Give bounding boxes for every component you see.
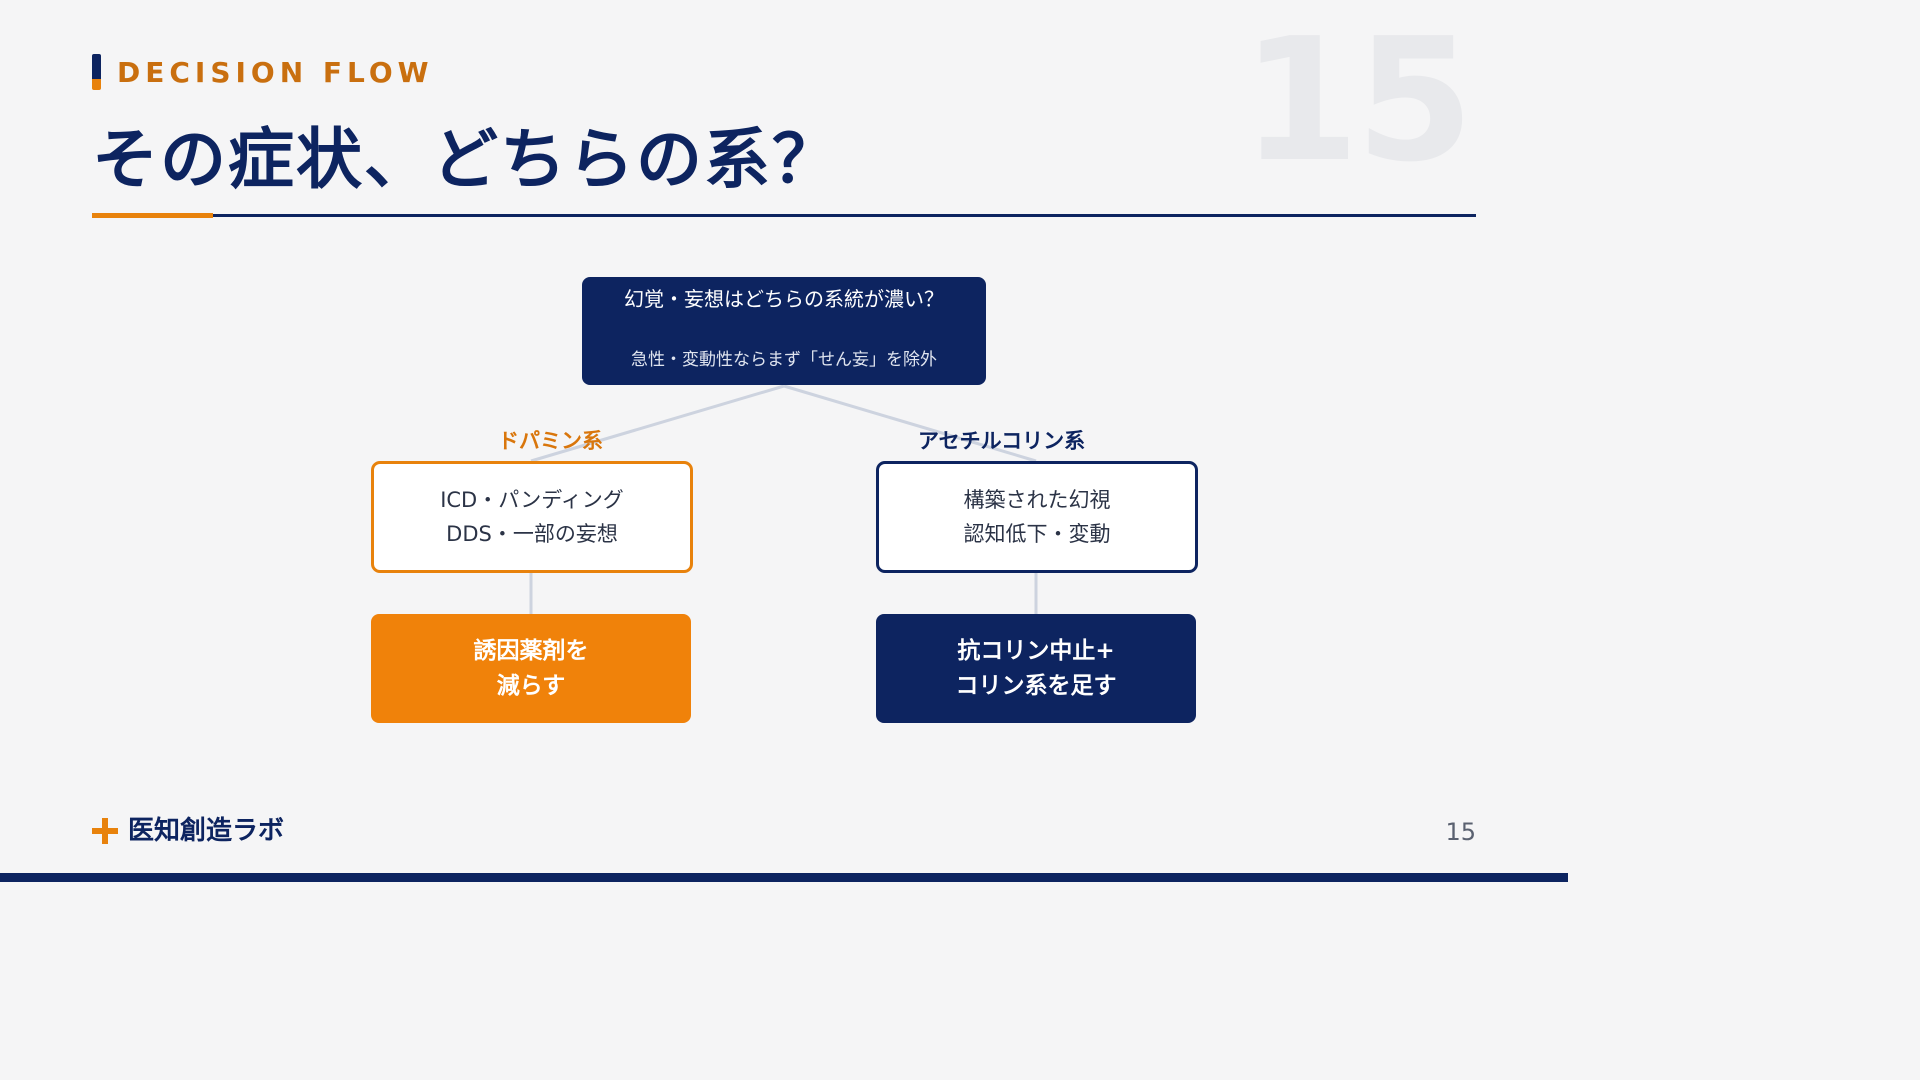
eyebrow-label: DECISION FLOW [117,56,434,89]
action-box-acetylcholine: 抗コリン中止+ コリン系を足す [876,614,1196,723]
brand-name: 医知創造ラボ [128,816,285,846]
action-line: 抗コリン中止+ [957,637,1115,664]
action-line: 減らす [496,672,566,699]
action-box-dopamine: 誘因薬剤を 減らす [371,614,691,723]
connector-root-to-acetylcholine [783,384,1037,463]
symptom-line: 認知低下・変動 [963,522,1111,546]
connector-root-to-dopamine [530,384,785,463]
footer-bar [0,873,1568,882]
action-line: 誘因薬剤を [473,637,589,664]
decision-root-box [582,277,986,385]
plus-icon [92,818,118,844]
slide-title: その症状、どちらの系？ [92,121,840,198]
title-rule [92,214,1476,217]
background-slide-number: 15 [1241,2,1474,200]
symptom-box-acetylcholine: 構築された幻視 認知低下・変動 [876,461,1198,573]
branch-label-dopamine: ドパミン系 [498,429,603,453]
symptom-line: ICD・パンディング [440,488,624,512]
symptom-line: 構築された幻視 [963,488,1111,512]
action-line: コリン系を足す [955,672,1117,699]
decision-note: 急性・変動性ならまず「せん妄」を除外 [631,350,937,370]
decision-question: 幻覚・妄想はどちらの系統が濃い？ [624,287,944,311]
symptom-line: DDS・一部の妄想 [446,522,618,546]
page-number: 15 [1445,818,1476,846]
flow-connectors [529,384,1038,614]
symptom-box-dopamine: ICD・パンディング DDS・一部の妄想 [371,461,693,573]
branch-label-acetylcholine: アセチルコリン系 [918,429,1086,453]
eyebrow-accent-bar [92,54,101,90]
title-rule-accent [92,213,213,218]
